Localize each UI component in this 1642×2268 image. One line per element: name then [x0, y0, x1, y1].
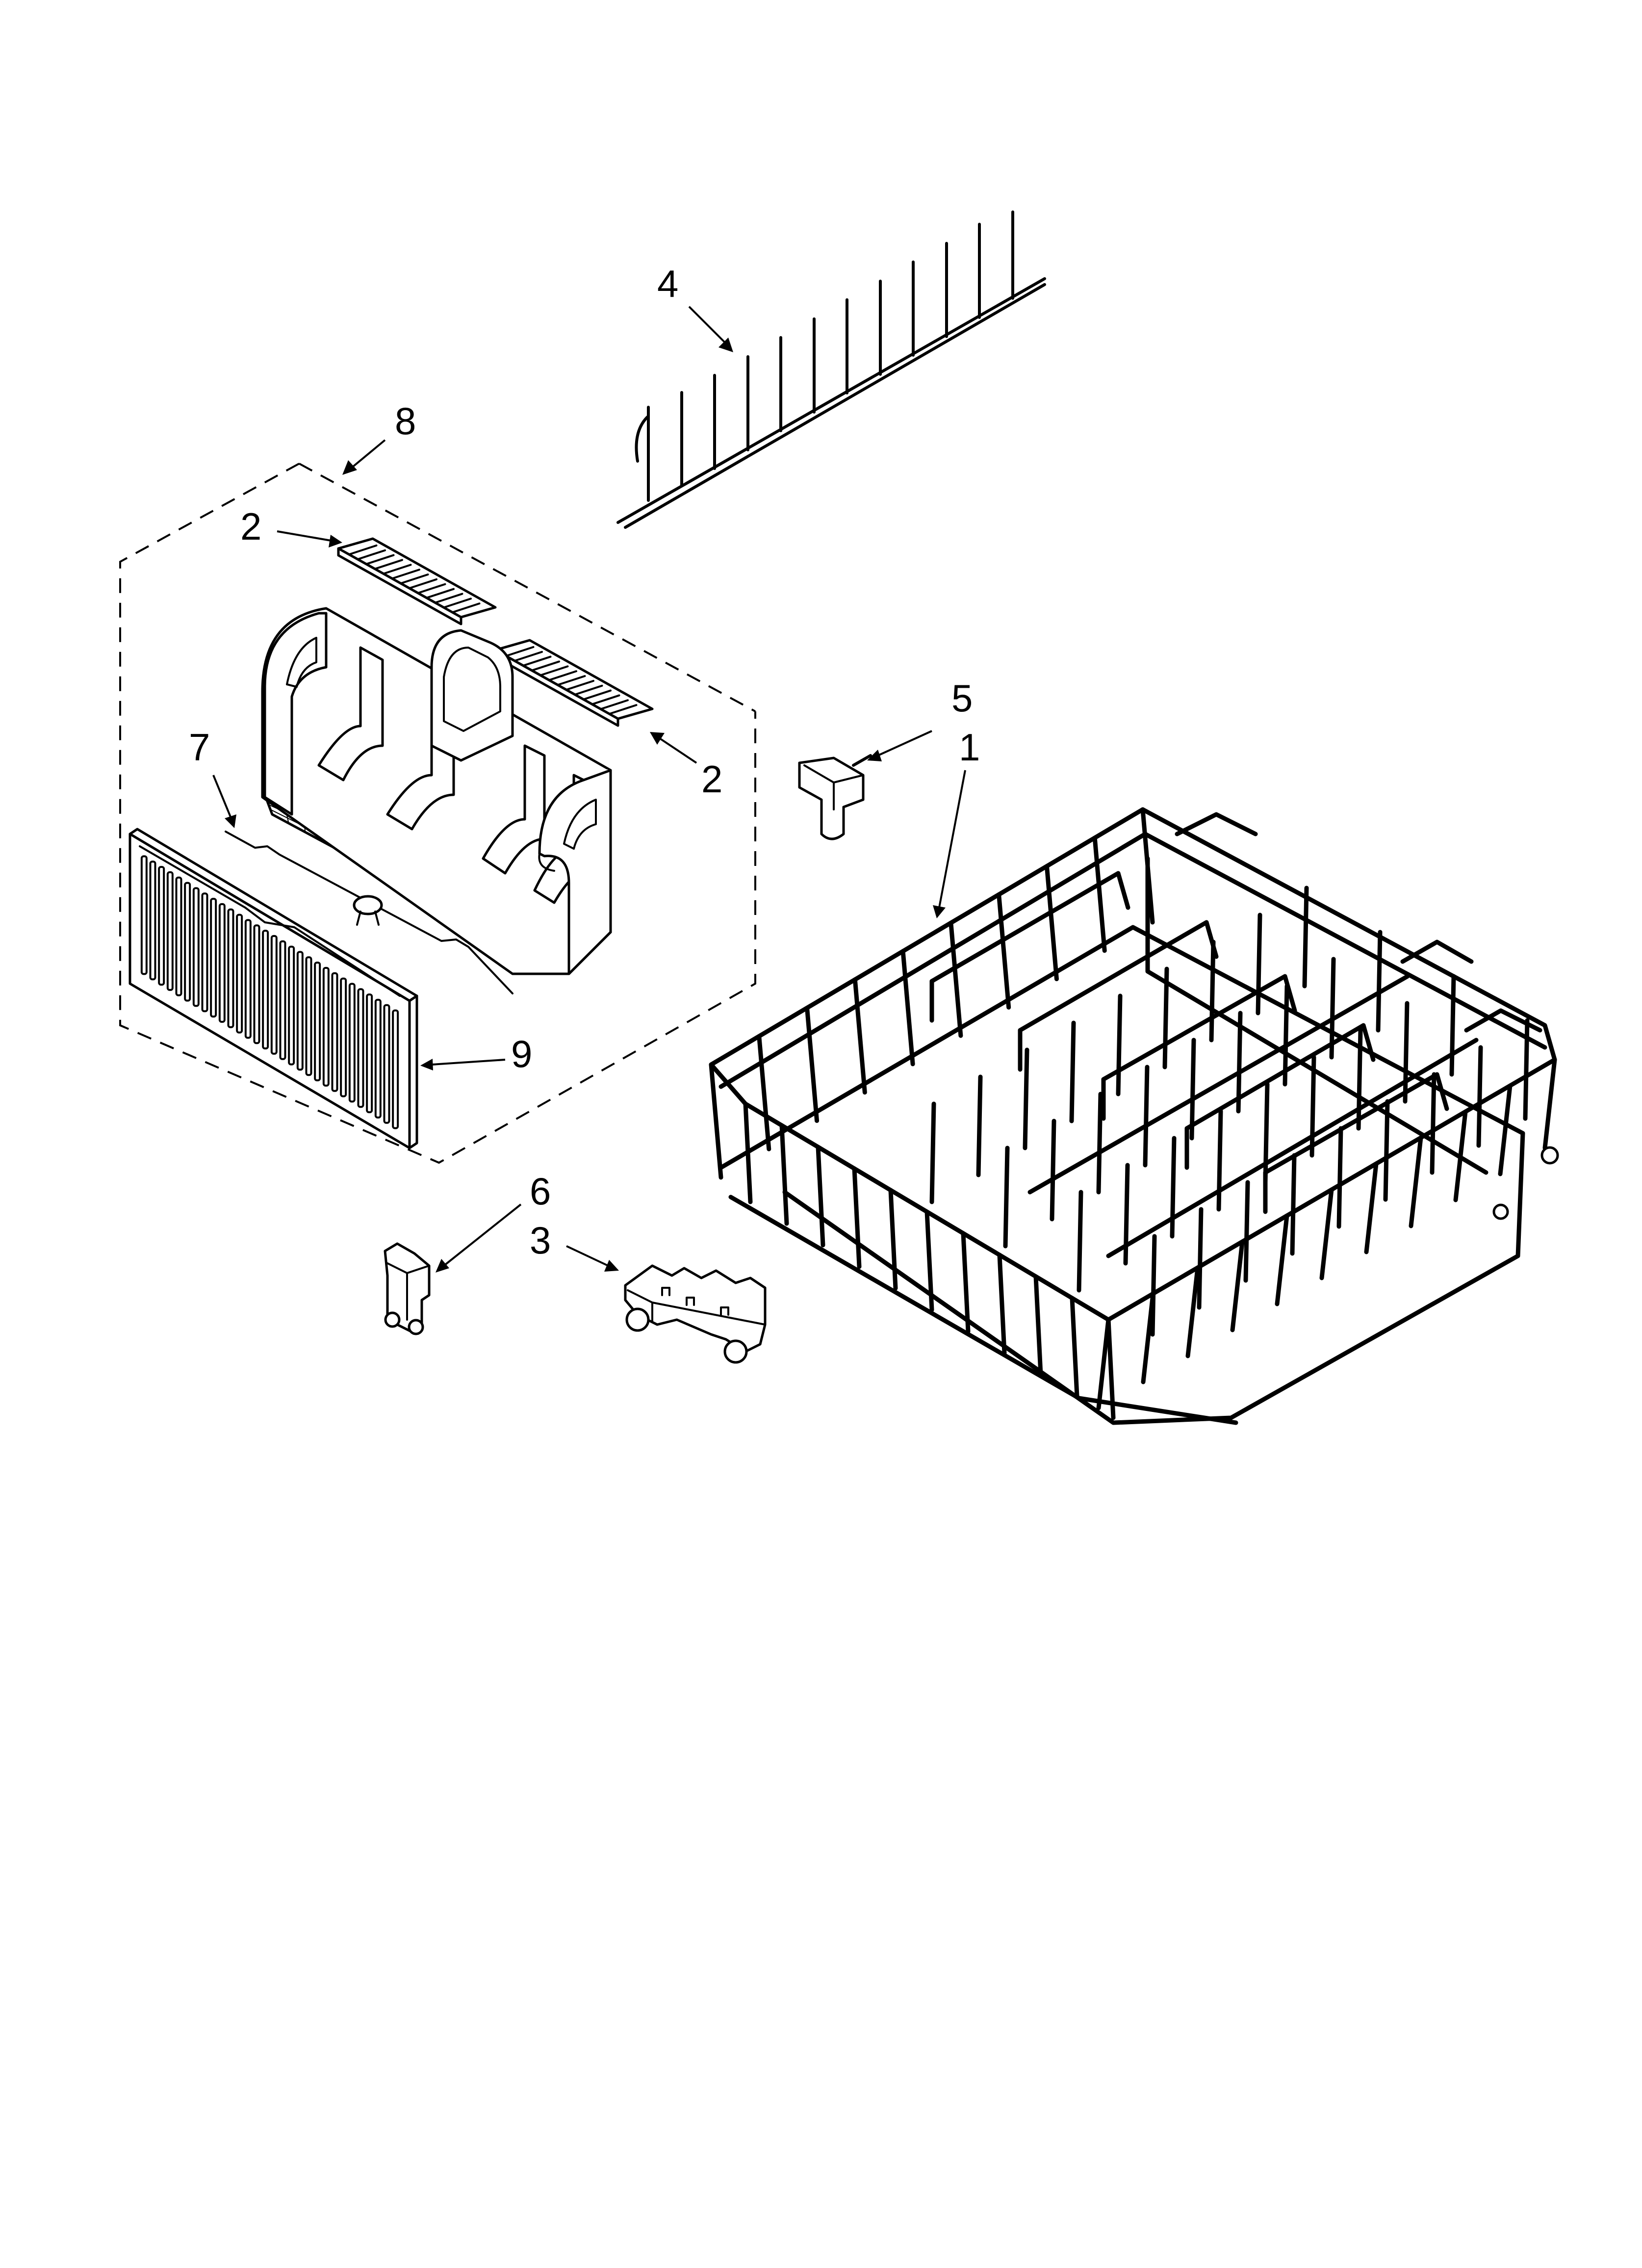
basket-lid-panel: [128, 828, 418, 1149]
silverware-basket: [261, 607, 612, 975]
basket-cover-lower: [494, 639, 654, 727]
hinge-rod-part: [225, 831, 513, 994]
rack-clip-part-5: [798, 754, 872, 840]
assembly-boundary: [119, 463, 756, 1164]
callout-3: 3: [530, 1219, 551, 1262]
callout-2-upper: 2: [240, 505, 261, 548]
callout-1: 1: [959, 726, 980, 769]
callout-9: 9: [511, 1032, 532, 1075]
callout-2-lower: 2: [701, 757, 722, 801]
leader-lines: [212, 306, 966, 1273]
callout-8: 8: [395, 399, 416, 443]
roller-assembly-part-3: [624, 1264, 767, 1364]
callout-7: 7: [189, 726, 210, 769]
callout-6: 6: [530, 1170, 551, 1213]
basket-cover-upper: [337, 537, 497, 626]
callout-4: 4: [657, 262, 678, 305]
roller-bracket-part-6: [384, 1242, 431, 1335]
dish-rack-part-1: [709, 807, 1559, 1425]
callout-labels: 4 8 2 2 5 1 7 9 6 3: [189, 262, 980, 1262]
tine-row-part: [616, 210, 1046, 529]
callout-5: 5: [951, 677, 973, 720]
